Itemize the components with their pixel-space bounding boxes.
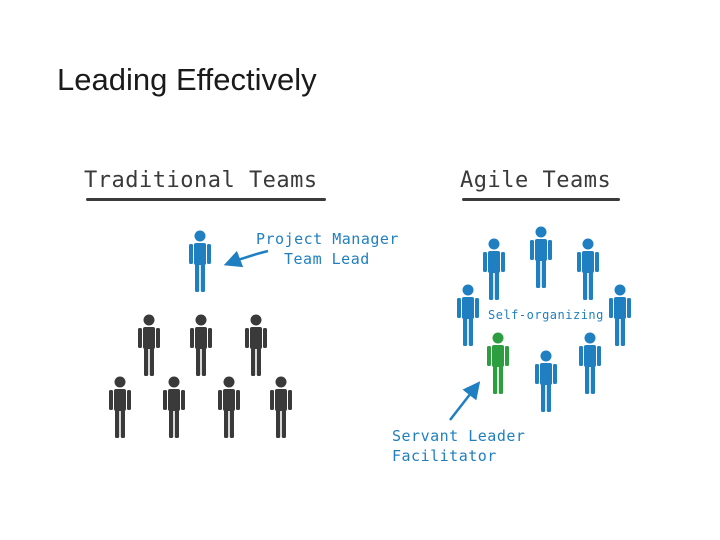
agile-member-person-icon [535, 350, 557, 412]
servant-leader-text: Servant Leader [392, 427, 526, 445]
team-member-person-icon [138, 314, 160, 376]
agile-member-person-icon [530, 226, 552, 288]
agile-team-members [457, 226, 631, 412]
agile-heading-underline [462, 198, 620, 201]
agile-member-person-icon [577, 238, 599, 300]
traditional-heading-underline [86, 198, 326, 201]
project-manager-arrow [223, 249, 269, 268]
traditional-team-members [109, 314, 292, 438]
agile-member-person-icon [609, 284, 631, 346]
servant-leader-person-icon [487, 332, 509, 394]
team-lead-text: Team Lead [284, 250, 370, 268]
project-manager-label: Project Manager Team Lead [256, 229, 399, 269]
agile-member-person-icon [483, 238, 505, 300]
team-member-person-icon [270, 376, 292, 438]
team-member-person-icon [190, 314, 212, 376]
traditional-teams-heading: Traditional Teams [84, 168, 318, 193]
servant-leader-arrow [449, 381, 481, 421]
servant-leader-label: Servant Leader Facilitator [392, 426, 525, 466]
team-member-person-icon [245, 314, 267, 376]
agile-member-person-icon [579, 332, 601, 394]
agile-teams-heading: Agile Teams [460, 168, 612, 193]
project-manager-text: Project Manager [256, 230, 399, 248]
agile-member-person-icon [457, 284, 479, 346]
facilitator-text: Facilitator [392, 447, 497, 465]
slide-title: Leading Effectively [57, 62, 317, 97]
project-manager-person-icon [189, 230, 211, 292]
team-member-person-icon [218, 376, 240, 438]
team-member-person-icon [163, 376, 185, 438]
self-organizing-label: Self-organizing [488, 308, 604, 322]
team-member-person-icon [109, 376, 131, 438]
